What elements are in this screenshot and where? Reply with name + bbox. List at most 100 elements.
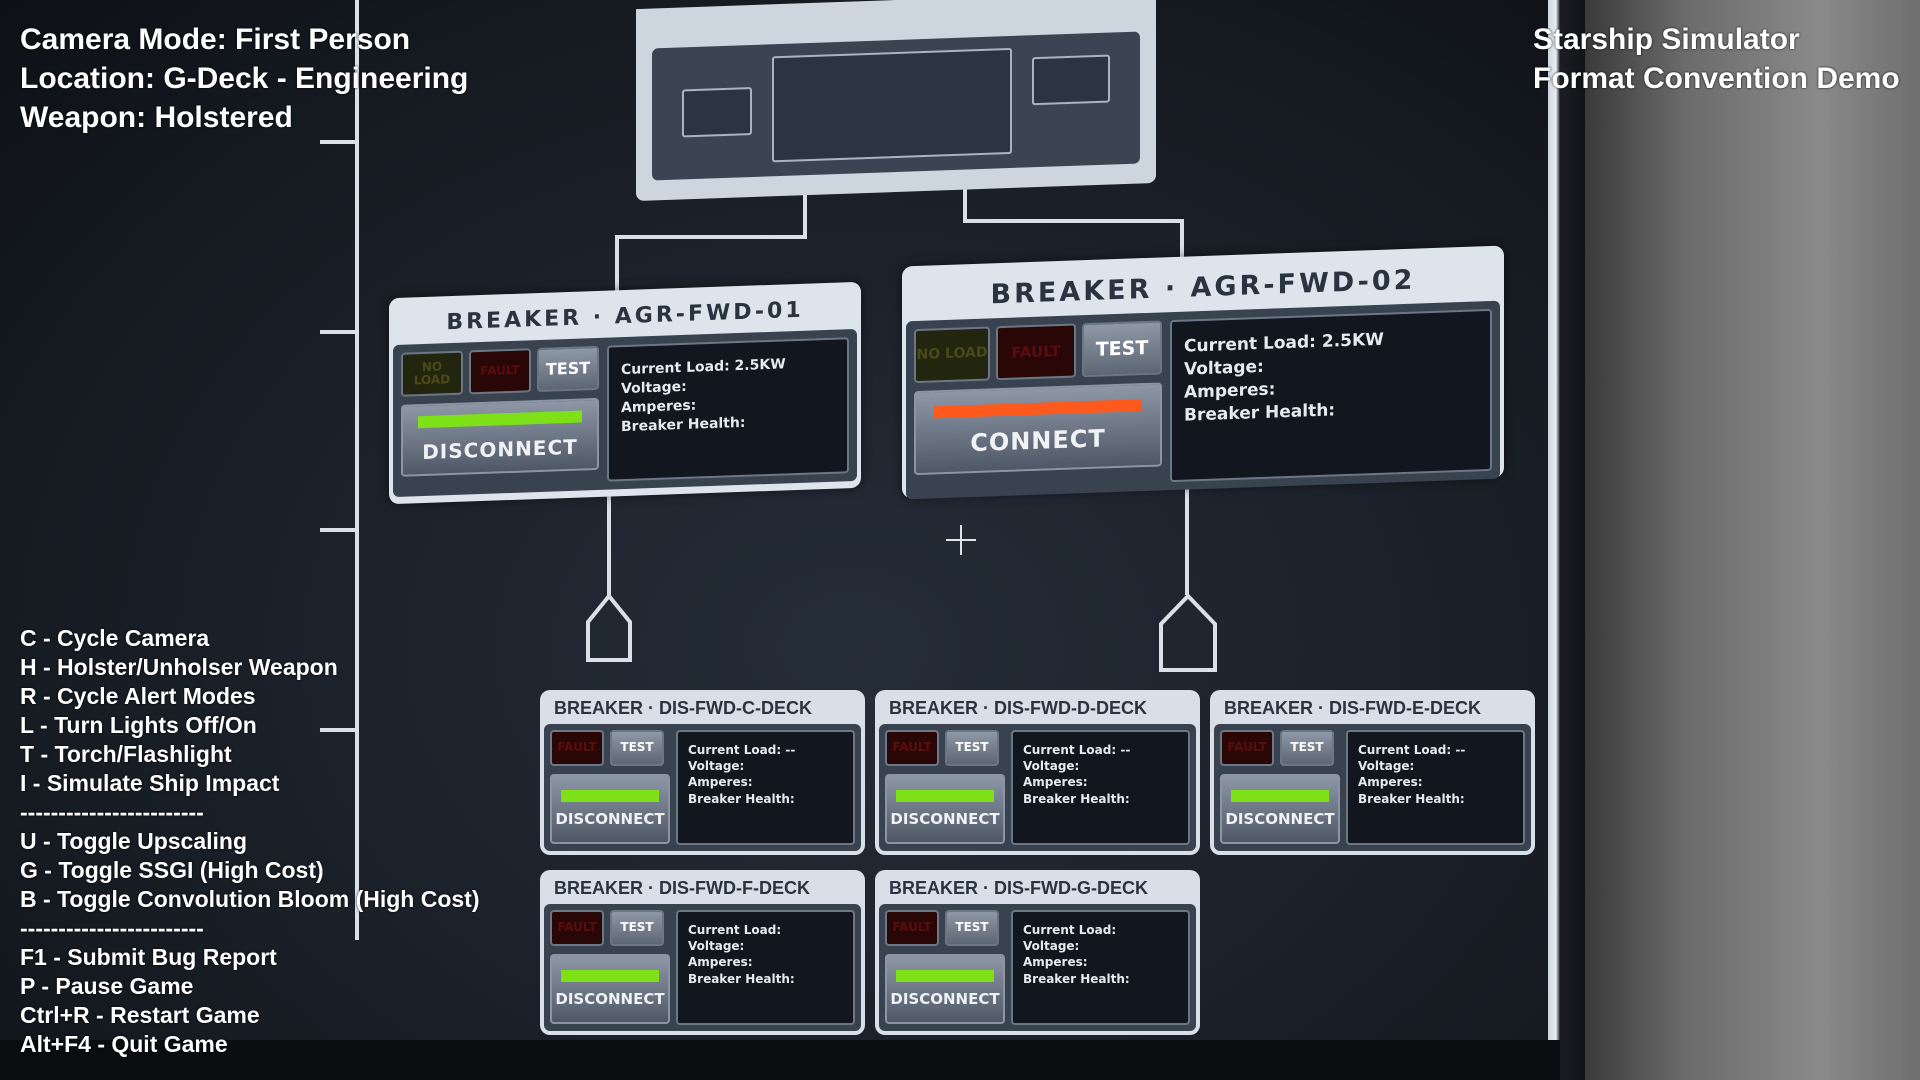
wire — [355, 0, 359, 940]
breaker-info: Current Load: 2.5KW Voltage: Amperes: Br… — [607, 337, 849, 482]
test-button[interactable]: TEST — [537, 345, 599, 393]
amperes: Amperes: — [1358, 775, 1423, 790]
test-button[interactable]: TEST — [1082, 320, 1162, 378]
disconnect-button[interactable]: DISCONNECT — [401, 397, 599, 477]
control-hint: Ctrl+R - Restart Game — [20, 1002, 260, 1028]
wire — [803, 185, 807, 235]
test-button[interactable]: TEST — [1280, 730, 1334, 766]
disconnect-button[interactable]: DISCONNECT — [885, 954, 1005, 1024]
disconnect-button[interactable]: DISCONNECT — [885, 774, 1005, 844]
wire — [963, 219, 1181, 223]
floor — [0, 1040, 1560, 1080]
wire — [615, 235, 807, 239]
control-hint: U - Toggle Upscaling — [20, 828, 248, 854]
breaker-dis-fwd-panel: BREAKER · DIS-FWD-D-DECK FAULT TEST DISC… — [875, 690, 1200, 855]
disconnect-button[interactable]: DISCONNECT — [550, 954, 670, 1024]
amperes: Amperes: — [688, 955, 753, 970]
disconnect-button[interactable]: DISCONNECT — [1220, 774, 1340, 844]
breaker-title: BREAKER · DIS-FWD-D-DECK — [889, 698, 1147, 718]
wire — [963, 185, 967, 223]
control-hint: H - Holster/Unholser Weapon — [20, 654, 338, 680]
connect-button[interactable]: CONNECT — [914, 382, 1162, 476]
current-load: Current Load: — [1023, 923, 1117, 937]
current-load: Current Load: — [688, 923, 782, 937]
breaker-info: Current Load: 2.5KW Voltage: Amperes: Br… — [1170, 308, 1492, 483]
test-button[interactable]: TEST — [945, 910, 999, 946]
breaker-info: Current Load: Voltage: Amperes:Breaker He… — [1011, 910, 1190, 1025]
disconnect-label: DISCONNECT — [890, 810, 1000, 828]
control-hint: T - Torch/Flashlight — [20, 741, 232, 767]
main-bus-panel — [636, 0, 1156, 202]
breaker-dis-fwd-panel: BREAKER · DIS-FWD-C-DECK FAULT TEST DISC… — [540, 690, 865, 855]
control-hint: B - Toggle Convolution Bloom (High Cost) — [20, 886, 480, 912]
test-button[interactable]: TEST — [945, 730, 999, 766]
current-load: Current Load: -- — [1023, 743, 1131, 757]
breaker-title: BREAKER · DIS-FWD-G-DECK — [889, 878, 1148, 898]
app-subtitle: Format Convention Demo — [1533, 62, 1900, 95]
app-title-hud: Starship Simulator Format Convention Dem… — [1533, 20, 1900, 98]
disconnect-label: DISCONNECT — [890, 990, 1000, 1008]
bulkhead-wall — [1585, 0, 1920, 1080]
no-load-indicator: NO LOAD — [914, 326, 990, 384]
breaker-dis-fwd-panel: BREAKER · DIS-FWD-F-DECK FAULT TEST DISC… — [540, 870, 865, 1035]
voltage: Voltage: — [1358, 759, 1415, 774]
wire — [1185, 485, 1189, 595]
breaker-info: Current Load: --Voltage: Amperes:Breaker… — [1346, 730, 1525, 845]
disconnect-label: DISCONNECT — [1225, 810, 1335, 828]
voltage: Voltage: — [1023, 939, 1080, 954]
amperes: Amperes: — [1023, 955, 1088, 970]
breaker-health: Breaker Health: — [1023, 971, 1130, 986]
control-hint: F1 - Submit Bug Report — [20, 944, 277, 970]
amperes: Amperes: — [1023, 775, 1088, 790]
breaker-health: Breaker Health: — [688, 971, 795, 986]
wire — [320, 330, 358, 334]
fault-indicator: FAULT — [996, 323, 1076, 381]
fault-indicator: FAULT — [550, 730, 604, 766]
voltage: Voltage: — [1023, 759, 1080, 774]
location: Location: G-Deck - Engineering — [20, 62, 469, 95]
test-button[interactable]: TEST — [610, 910, 664, 946]
wire — [1180, 219, 1184, 259]
current-load: Current Load: -- — [688, 743, 796, 757]
voltage: Voltage: — [688, 939, 745, 954]
status-bar — [560, 970, 660, 982]
fault-indicator: FAULT — [1220, 730, 1274, 766]
breaker-health: Breaker Health: — [1023, 791, 1130, 806]
control-hint: L - Turn Lights Off/On — [20, 712, 257, 738]
camera-mode: Camera Mode: First Person — [20, 23, 411, 56]
status-bar — [560, 790, 660, 802]
wire — [320, 140, 358, 144]
breaker-health: Breaker Health: — [688, 791, 795, 806]
wire — [615, 235, 619, 295]
weapon-status: Weapon: Holstered — [20, 101, 293, 134]
crosshair-icon — [946, 525, 976, 555]
wire — [320, 728, 358, 732]
breaker-agr-fwd-02: BREAKER · AGR-FWD-02 NO LOAD FAULT TEST … — [902, 245, 1504, 500]
fault-indicator: FAULT — [885, 910, 939, 946]
app-title: Starship Simulator — [1533, 23, 1800, 56]
current-load: Current Load: -- — [1358, 743, 1466, 757]
disconnect-button[interactable]: DISCONNECT — [550, 774, 670, 844]
fault-indicator: FAULT — [550, 910, 604, 946]
test-button[interactable]: TEST — [610, 730, 664, 766]
breaker-info: Current Load: Voltage: Amperes:Breaker He… — [676, 910, 855, 1025]
connector-plug-icon — [586, 592, 632, 662]
control-hint: I - Simulate Ship Impact — [20, 770, 280, 796]
breaker-title: BREAKER · DIS-FWD-F-DECK — [554, 878, 810, 898]
control-hint: P - Pause Game — [20, 973, 194, 999]
wire — [607, 495, 611, 595]
connector-plug-icon — [1159, 593, 1217, 672]
disconnect-label: DISCONNECT — [555, 990, 665, 1008]
breaker-agr-fwd-01: BREAKER · AGR-FWD-01 NO LOAD FAULT TEST … — [389, 281, 861, 505]
no-load-indicator: NO LOAD — [401, 350, 463, 397]
control-hint: R - Cycle Alert Modes — [20, 683, 256, 709]
separator: ------------------------ — [20, 799, 204, 825]
disconnect-label: DISCONNECT — [555, 810, 665, 828]
breaker-dis-fwd-panel: BREAKER · DIS-FWD-E-DECK FAULT TEST DISC… — [1210, 690, 1535, 855]
board-frame-edge — [1548, 0, 1588, 1080]
breaker-info: Current Load: --Voltage: Amperes:Breaker… — [676, 730, 855, 845]
separator: ------------------------ — [20, 915, 204, 941]
status-hud: Camera Mode: First Person Location: G-De… — [20, 20, 468, 137]
control-hint: C - Cycle Camera — [20, 625, 210, 651]
status-bar — [895, 970, 995, 982]
